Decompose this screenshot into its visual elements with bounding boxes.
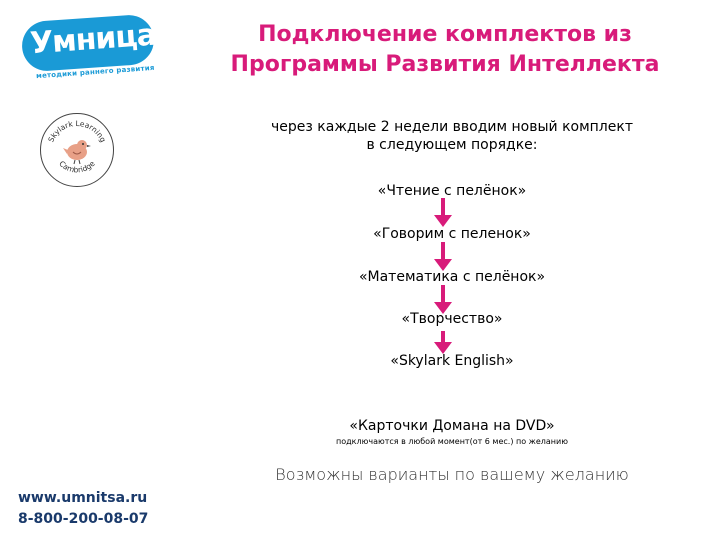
step-math: «Математика с пелёнок» [358, 269, 546, 285]
step-note: подключаются в любой момент(от 6 мес.) п… [336, 437, 568, 446]
intro-line-2: в следующем порядке: [366, 137, 538, 153]
down-arrow-icon [434, 242, 452, 271]
contact-block: www.umnitsa.ru 8-800-200-08-07 [18, 488, 178, 530]
intro-text: через каждые 2 недели вводим новый компл… [222, 118, 682, 154]
intro-line-1: через каждые 2 недели вводим новый компл… [271, 119, 633, 135]
title-line-1: Подключение комплектов из [258, 22, 632, 47]
step-reading: «Чтение с пелёнок» [377, 183, 527, 199]
down-arrow-icon [434, 285, 452, 314]
step-creativity: «Творчество» [401, 311, 503, 327]
step-english: «Skylark English» [390, 353, 514, 369]
step-doman-cards: «Карточки Домана на DVD» [349, 418, 555, 434]
title-line-2: Программы Развития Интеллекта [230, 52, 660, 77]
page-title: Подключение комплектов из Программы Разв… [200, 20, 690, 80]
down-arrow-icon [434, 198, 452, 227]
svg-text:Cambridge: Cambridge [57, 159, 97, 175]
website-link[interactable]: www.umnitsa.ru [18, 490, 148, 506]
brand-logo: Умница методики раннего развития [20, 13, 157, 82]
step-speaking: «Говорим с пеленок» [373, 226, 531, 242]
svg-text:Skylark Learning: Skylark Learning [46, 119, 108, 144]
skylark-badge: Skylark Learning Cambridge [40, 113, 114, 187]
down-arrow-icon [434, 331, 452, 354]
variants-text: Возможны варианты по вашему желанию [275, 465, 629, 484]
bird-icon: Skylark Learning Cambridge [46, 119, 108, 175]
phone-number: 8-800-200-08-07 [18, 511, 149, 527]
